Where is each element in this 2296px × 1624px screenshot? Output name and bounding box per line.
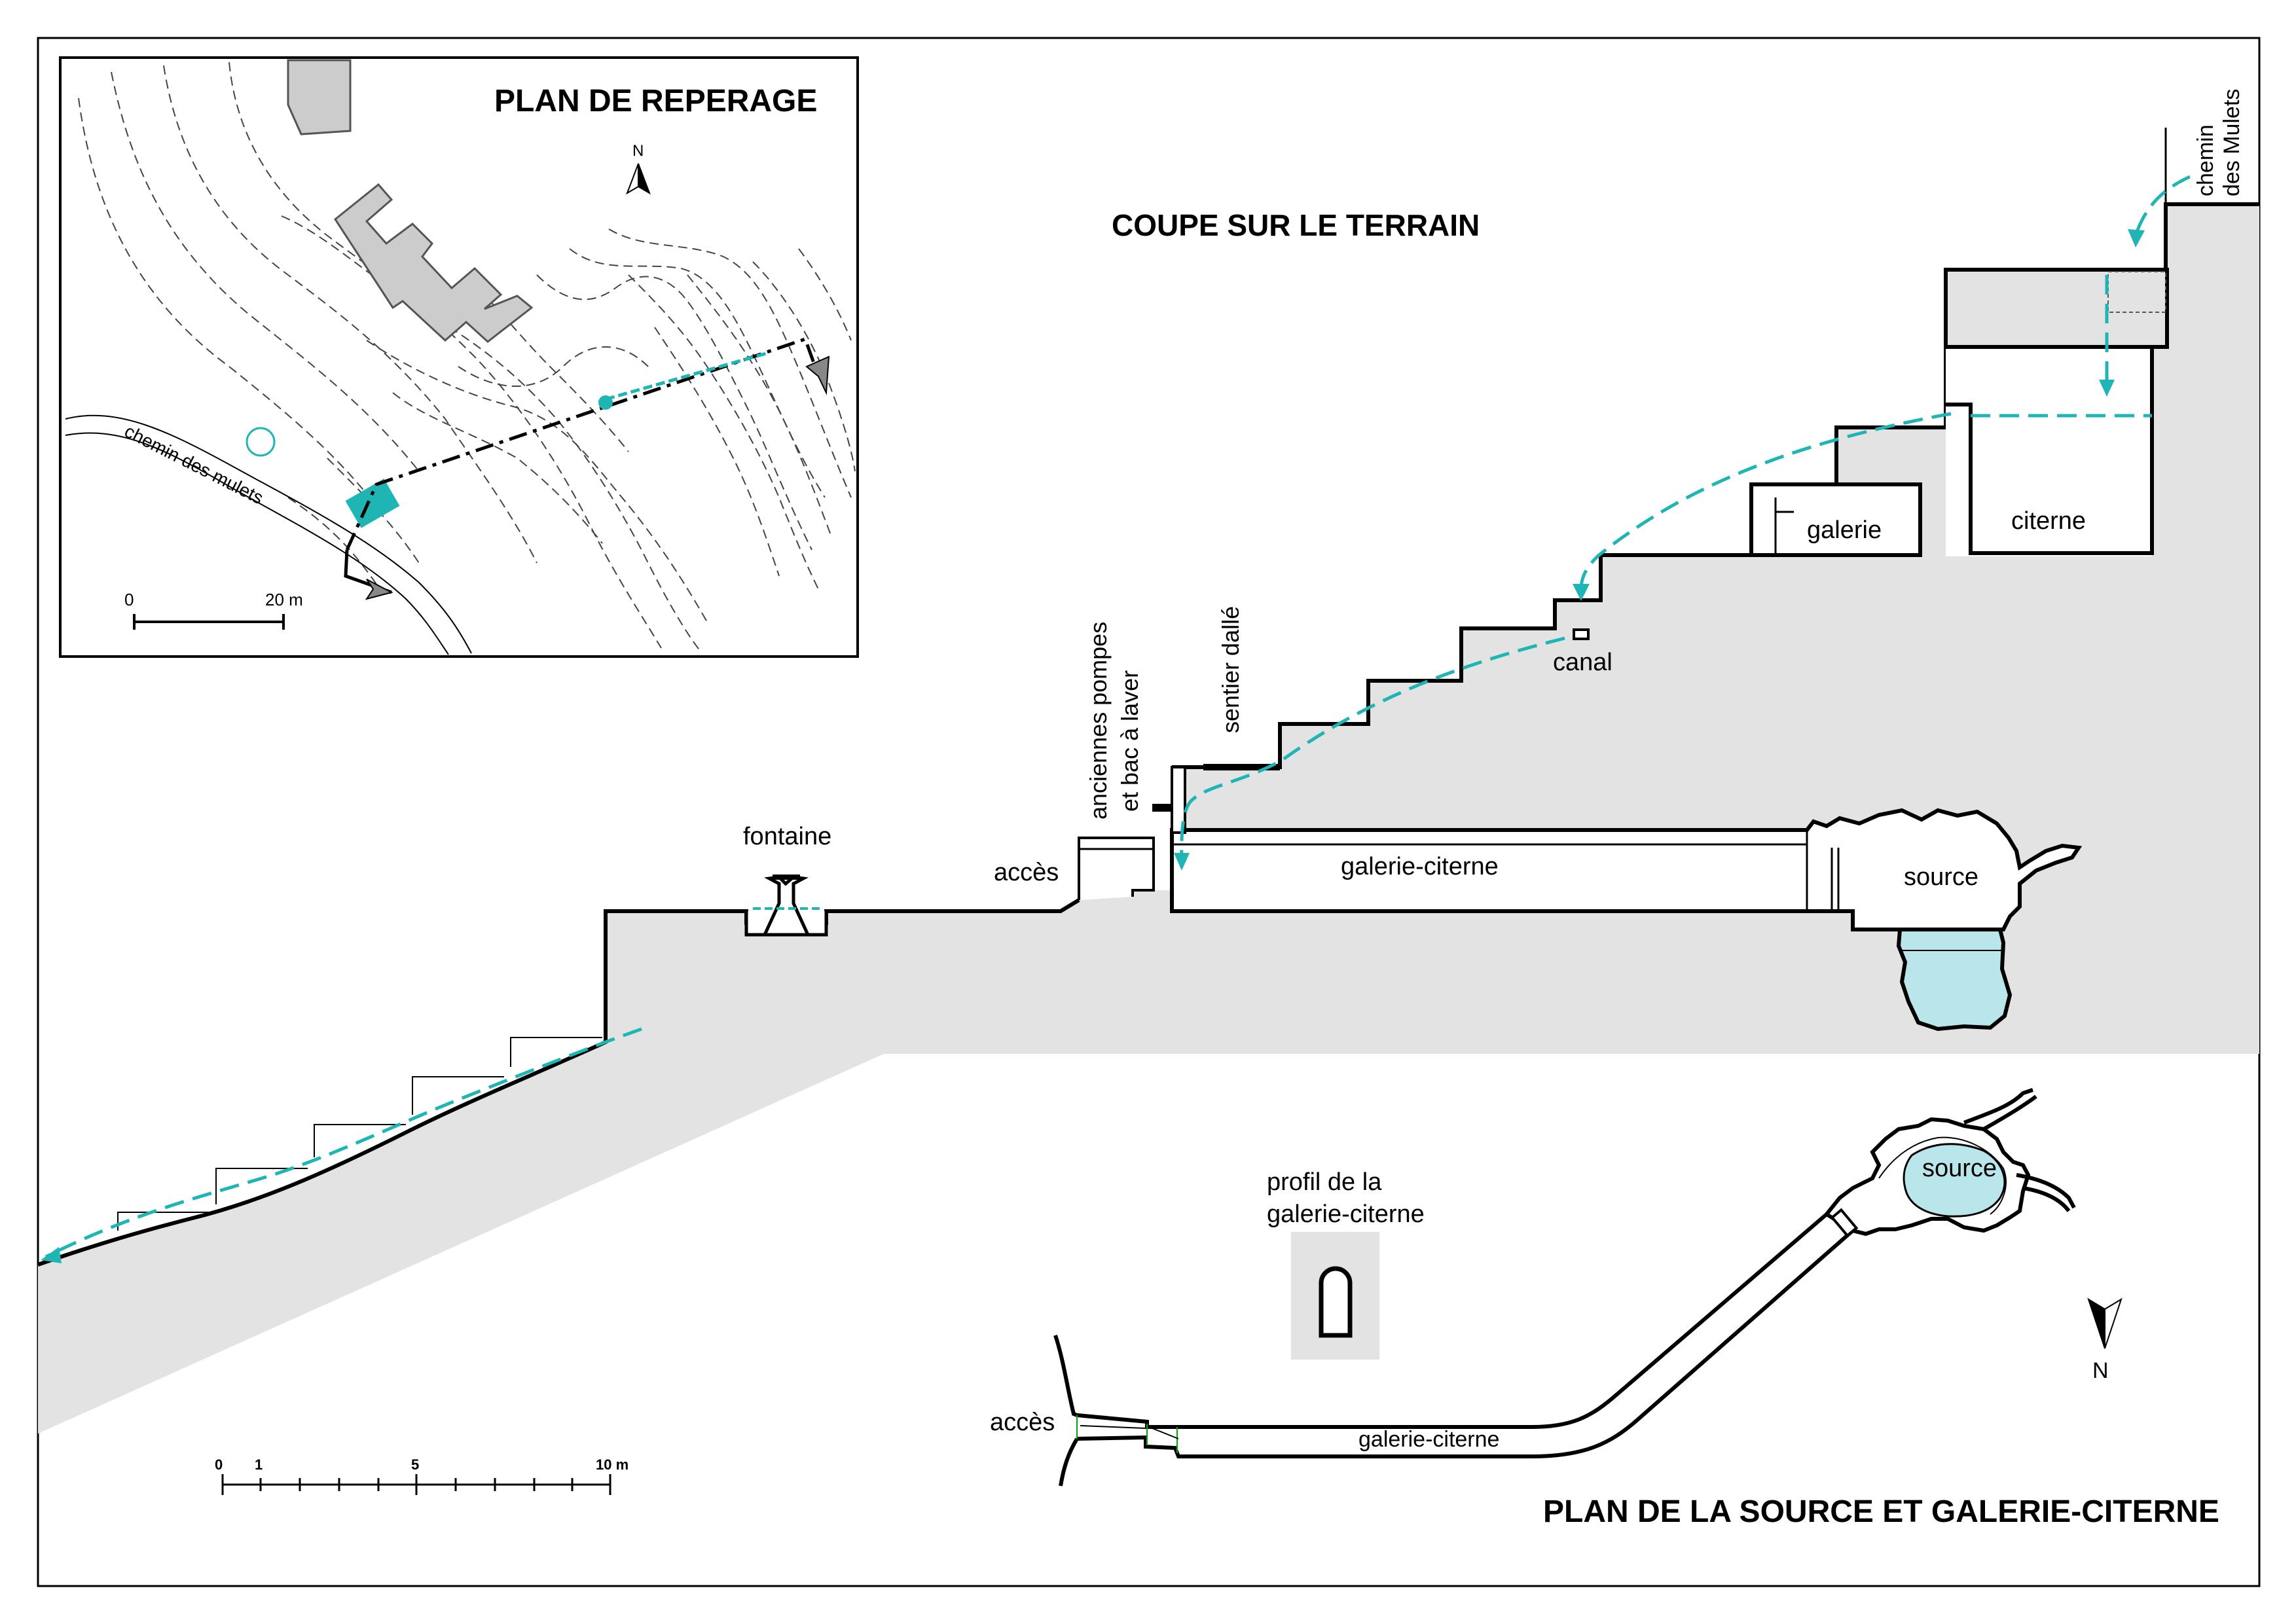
section-title: COUPE SUR LE TERRAIN [1112,208,1480,242]
inset-arrow-right [805,355,830,395]
label-canal: canal [1553,649,1613,676]
inset-source-circle [246,427,276,457]
label-chemin-line2: des Mulets [2219,89,2244,196]
label-pompes-line2: et bac à laver [1116,670,1143,812]
label-acces-section: accès [994,859,1059,886]
plan-source-label: source [1922,1155,1997,1182]
label-galerie: galerie [1807,516,1882,544]
citerne-tank-outline [1946,345,2154,555]
profile-label-line1: profil de la [1267,1168,1382,1196]
inset-north-label: N [632,142,644,160]
terrain-profile-line [37,898,1080,1267]
label-galerie-citerne-section: galerie-citerne [1341,853,1499,880]
plan-source-branches [1963,1088,2076,1212]
inset-frame [59,56,859,658]
canal-box [1573,628,1590,640]
plan-title: PLAN DE LA SOURCE ET GALERIE-CITERNE [1543,1494,2219,1529]
scale-tick-5: 5 [411,1456,419,1473]
plan-galerie-thin-lines [1080,1425,1179,1439]
scale-tick-1: 1 [255,1456,263,1473]
fontaine-symbol [744,875,828,937]
galerie-box [1749,482,1922,557]
label-chemin-line1: chemin [2193,124,2218,196]
water-flow-arrowheads [41,229,2145,1263]
plan-north-arrow-icon [2087,1297,2123,1349]
inset-arrow-left [365,579,393,600]
scale-tick-0: 0 [215,1456,223,1473]
inset-contours [78,62,856,652]
water-flow-section [45,175,2191,1259]
lower-steps [117,1037,602,1231]
inset-section-water [605,352,767,401]
inset-galerie-marker [345,478,400,528]
plan-source-inner [1878,1136,2007,1215]
plan-north-label: N [2092,1358,2109,1383]
label-sentier: sentier dallé [1217,606,1244,733]
acces-structure [1078,837,1155,900]
plan-galerie-details [1076,1415,1178,1453]
plan-galerie-citerne [1053,1212,1867,1487]
label-source-section: source [1904,863,1978,891]
inset-building-main [334,183,534,343]
ground-section [38,204,2259,1434]
plan-source-door [1830,1208,1859,1238]
galerie-citerne-section [1170,808,2083,931]
plan-galerie-citerne-label: galerie-citerne [1358,1427,1499,1452]
inset-scale-bar [133,614,285,630]
label-pompes-line1: anciennes pompes [1085,622,1112,820]
inset-section-line [345,336,817,551]
inset-building-top [287,59,352,135]
inset-north-arrow-icon [626,163,651,195]
citerne-hatch [2107,271,2166,313]
inset-scale-end: 20 m [265,590,303,609]
main-scale-bar [221,1474,611,1495]
inset-tank-dot [598,395,613,410]
pump-cap [1152,804,1172,812]
profile-shape [1319,1266,1353,1338]
citerne-tank [1946,347,2152,556]
pump-box [1171,766,1186,834]
label-fontaine: fontaine [743,823,831,850]
label-citerne: citerne [2011,507,2086,535]
upper-structure [1944,268,2169,349]
plan-source-pool [1903,1143,2006,1218]
source-pool-section [1896,928,2013,1032]
scale-tick-10: 10 m [596,1456,629,1473]
inset-road [65,414,472,655]
inset-scale-zero: 0 [124,590,134,609]
profile-label-line2: galerie-citerne [1267,1200,1425,1228]
plan-acces-label: accès [990,1409,1055,1436]
inset-title: PLAN DE REPERAGE [494,84,817,118]
